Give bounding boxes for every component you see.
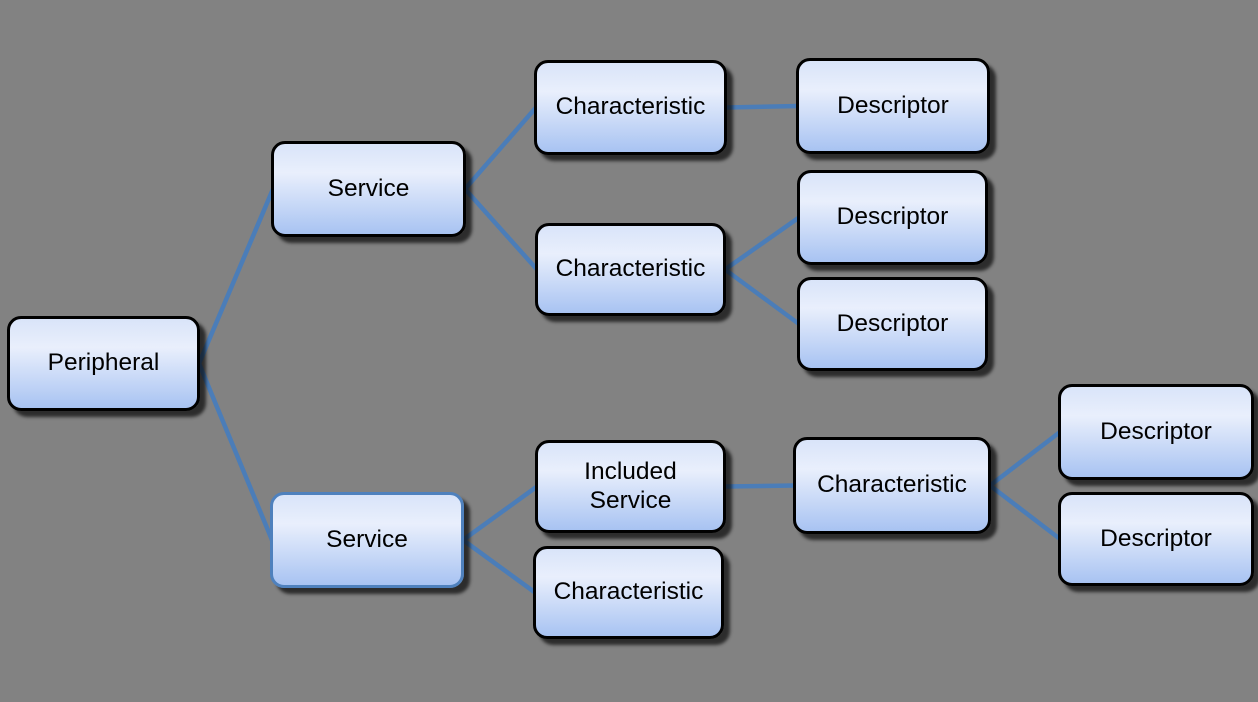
node-descriptor-4: Descriptor bbox=[1058, 384, 1254, 480]
node-label: Characteristic bbox=[555, 255, 706, 283]
node-label: Descriptor bbox=[836, 309, 949, 337]
node-label: Peripheral bbox=[47, 349, 160, 377]
edge-characteristic-3-to-descriptor-5 bbox=[988, 483, 1062, 541]
edge-peripheral-to-service-1 bbox=[196, 188, 276, 365]
node-descriptor-3: Descriptor bbox=[797, 277, 988, 371]
node-characteristic-1: Characteristic bbox=[534, 60, 727, 155]
node-label: Descriptor bbox=[1100, 524, 1212, 552]
edge-service-1-to-characteristic-1 bbox=[463, 106, 538, 191]
node-label: Characteristic bbox=[555, 93, 706, 121]
node-descriptor-1: Descriptor bbox=[796, 58, 990, 154]
node-label: Characteristic bbox=[817, 471, 967, 499]
edge-characteristic-3-to-descriptor-4 bbox=[988, 430, 1062, 488]
node-label: Characteristic bbox=[553, 578, 704, 606]
node-descriptor-2: Descriptor bbox=[797, 170, 988, 265]
node-label: Service bbox=[326, 525, 408, 553]
edge-included-service-to-characteristic-3 bbox=[724, 483, 796, 489]
node-label: Service bbox=[327, 174, 410, 202]
node-characteristic-3: Characteristic bbox=[793, 437, 991, 534]
node-label: Descriptor bbox=[836, 203, 949, 231]
node-label: Descriptor bbox=[1100, 417, 1212, 445]
edge-service-2-to-characteristic-4 bbox=[461, 538, 537, 595]
node-peripheral: Peripheral bbox=[7, 316, 200, 411]
node-service-2: Service bbox=[270, 492, 464, 588]
edge-service-1-to-characteristic-2 bbox=[463, 187, 539, 271]
node-characteristic-4: Characteristic bbox=[533, 546, 724, 639]
node-descriptor-5: Descriptor bbox=[1058, 492, 1254, 586]
node-label: Included Service bbox=[584, 457, 677, 514]
edge-characteristic-2-to-descriptor-3 bbox=[723, 267, 801, 326]
edge-peripheral-to-service-2 bbox=[196, 362, 275, 541]
node-characteristic-2: Characteristic bbox=[535, 223, 726, 316]
edge-characteristic-1-to-descriptor-1 bbox=[725, 103, 799, 110]
node-label: Descriptor bbox=[837, 91, 949, 119]
node-service-1: Service bbox=[271, 141, 466, 237]
edge-service-2-to-included-service bbox=[461, 484, 539, 542]
edge-characteristic-2-to-descriptor-2 bbox=[723, 215, 801, 272]
node-included-service: Included Service bbox=[535, 440, 726, 533]
